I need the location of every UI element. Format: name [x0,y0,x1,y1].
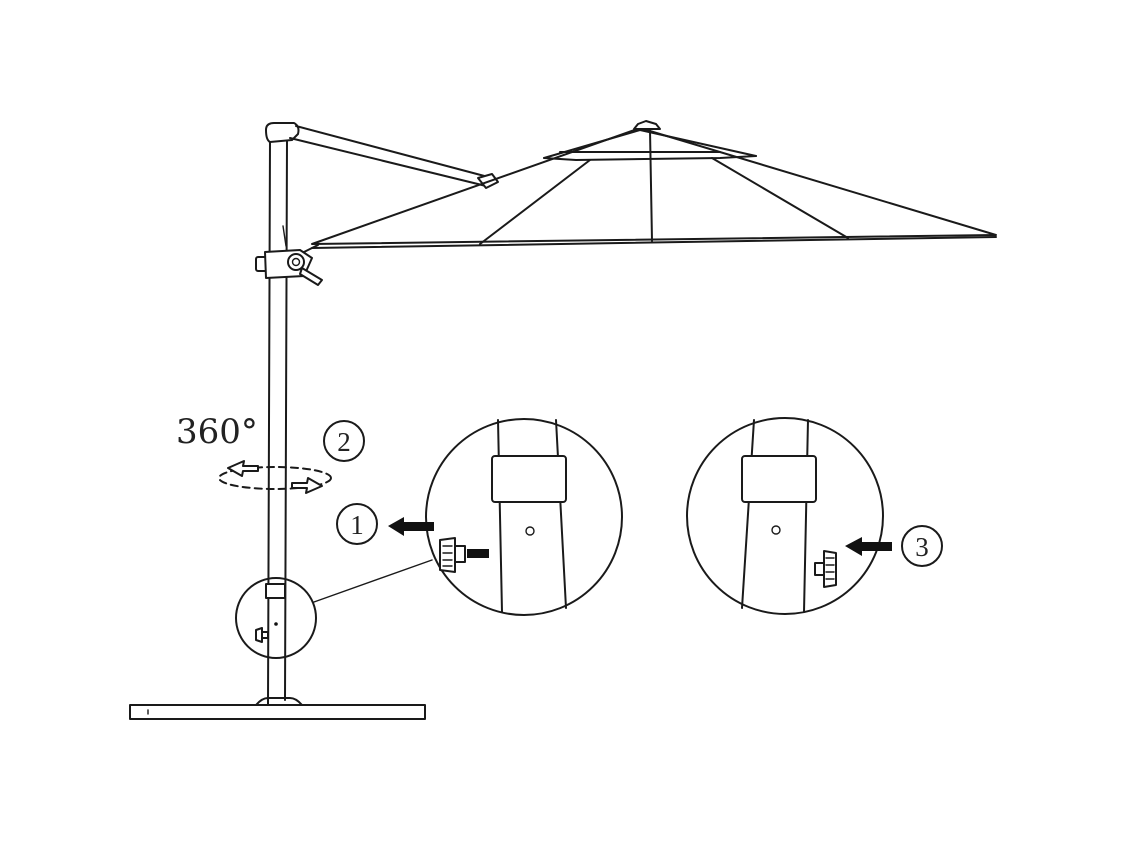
detail-view-1 [425,418,623,616]
tilt-crank [255,244,323,286]
step-2-marker: 2 [323,420,365,462]
pole-detail-circle [235,577,317,659]
step-2-number: 2 [337,427,351,457]
step-1-marker: 1 [336,503,378,545]
step-1-number: 1 [350,510,364,540]
cross-base [129,697,426,720]
rotation-label: 360° [176,412,258,452]
step-1-arrow-icon [388,517,434,536]
step-3-marker: 3 [901,525,943,567]
step-3-arrow-icon [845,537,892,556]
step-3-number: 3 [915,532,929,562]
detail-leader-line [313,559,433,603]
umbrella-pole [267,139,288,706]
detail-view-3 [686,417,884,615]
canopy [311,120,997,249]
support-arm [289,125,499,189]
rotation-arrows-icon [218,460,332,494]
